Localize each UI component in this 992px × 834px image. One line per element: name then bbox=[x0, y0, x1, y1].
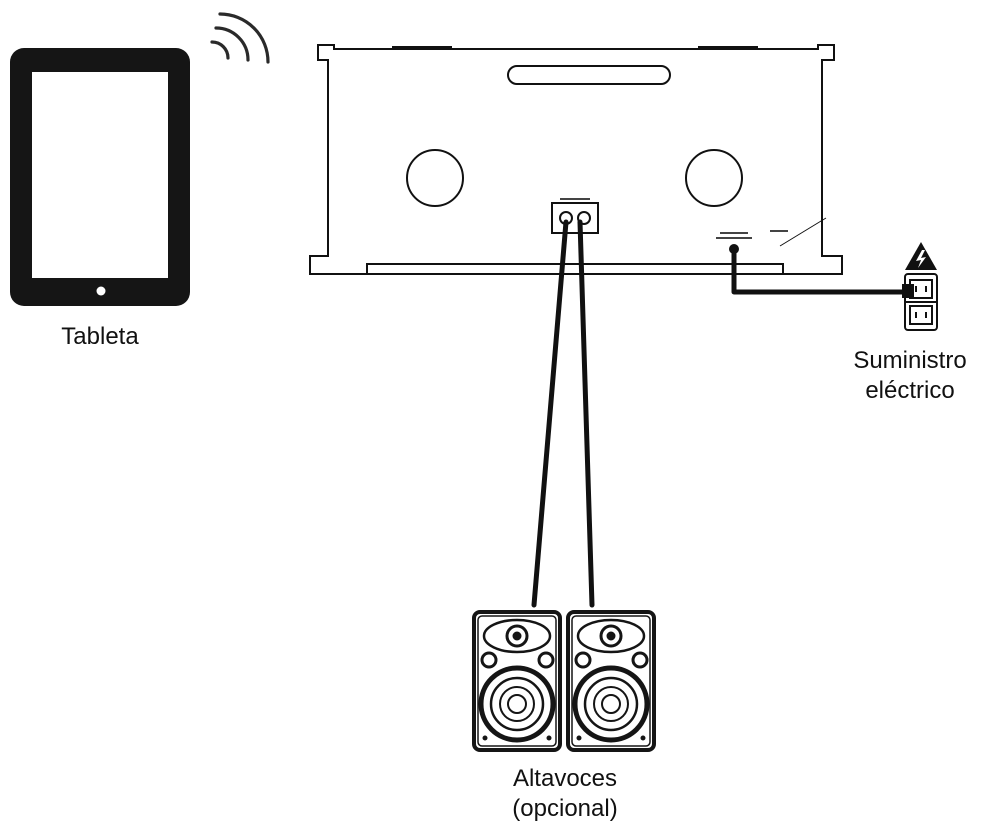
power-supply-label-line-2: eléctrico bbox=[865, 377, 955, 404]
power-plug bbox=[902, 284, 914, 298]
power-cable bbox=[731, 249, 908, 295]
device-tiny-markings bbox=[560, 198, 788, 239]
high-voltage-warning-icon bbox=[905, 242, 937, 270]
tablet-label: Tableta bbox=[61, 323, 139, 350]
wifi-signal-icon bbox=[210, 12, 270, 64]
power-supply-label: Suministro eléctrico bbox=[840, 346, 980, 406]
power-outlet-icon bbox=[904, 273, 938, 331]
speaker-cables bbox=[531, 219, 595, 608]
speaker-icon bbox=[472, 610, 656, 752]
speakers-label: Altavoces (opcional) bbox=[480, 764, 650, 824]
speaker-left bbox=[472, 610, 562, 752]
speaker-right bbox=[566, 610, 656, 752]
speakers-label-line-1: Altavoces bbox=[512, 765, 618, 792]
power-supply-label-line-1: Suministro bbox=[853, 347, 967, 374]
turntable-rear-panel bbox=[309, 44, 843, 275]
speakers-label-line-2: (opcional) bbox=[512, 795, 618, 822]
tablet-icon bbox=[10, 48, 190, 306]
